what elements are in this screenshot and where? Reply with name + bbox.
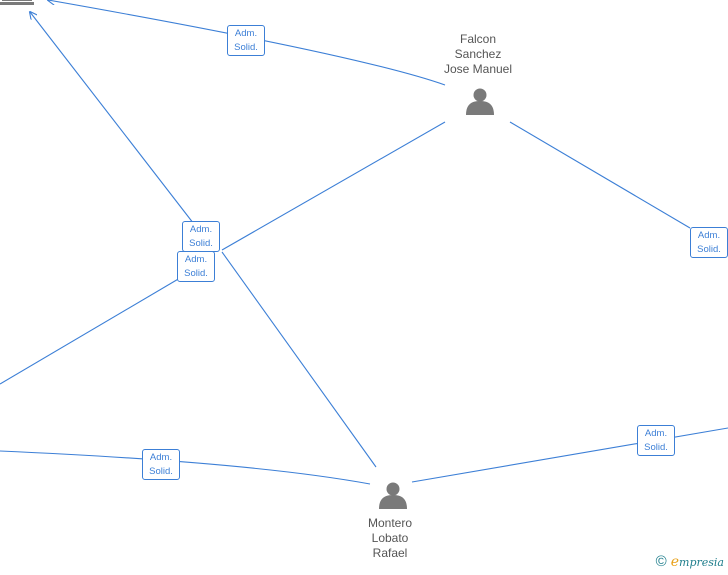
name-line: Lobato bbox=[371, 531, 409, 545]
edge-label-badge[interactable]: Adm. Solid. bbox=[227, 25, 265, 56]
edge-montero-right bbox=[411, 427, 728, 483]
badge-line: Solid. bbox=[234, 42, 258, 53]
badge-line: Solid. bbox=[149, 466, 173, 477]
name-line: Jose Manuel bbox=[443, 62, 513, 76]
badge-line: Adm. bbox=[184, 254, 208, 265]
edge-left-montero bbox=[0, 450, 371, 485]
badge-line: Adm. bbox=[644, 428, 668, 439]
edge-falcon-to-company bbox=[48, 0, 446, 86]
edge-falcon-right bbox=[509, 121, 691, 229]
person-label-falcon[interactable]: Falcon Sanchez Jose Manuel bbox=[423, 32, 533, 77]
badge-line: Solid. bbox=[189, 238, 213, 249]
badge-line: Adm. bbox=[189, 224, 213, 235]
badge-line: Solid. bbox=[644, 442, 668, 453]
edge-center-left bbox=[0, 277, 181, 385]
building-icon[interactable] bbox=[0, 0, 34, 5]
badge-line: Solid. bbox=[697, 244, 721, 255]
person-label-montero[interactable]: Montero Lobato Rafael bbox=[335, 516, 445, 561]
edge-label-badge[interactable]: Adm. Solid. bbox=[182, 221, 220, 252]
brand-logo: empresia bbox=[671, 554, 724, 570]
badge-line: Solid. bbox=[184, 268, 208, 279]
copyright-icon: © bbox=[655, 553, 667, 570]
brand-initial: e bbox=[670, 553, 680, 570]
edge-label-badge[interactable]: Adm. Solid. bbox=[690, 227, 728, 258]
badge-line: Adm. bbox=[697, 230, 721, 241]
name-line: Rafael bbox=[372, 546, 408, 560]
person-icon[interactable] bbox=[466, 88, 494, 116]
badge-line: Adm. bbox=[234, 28, 258, 39]
name-line: Falcon bbox=[459, 32, 497, 46]
edge-falcon-center bbox=[221, 121, 446, 251]
edge-label-badge[interactable]: Adm. Solid. bbox=[637, 425, 675, 456]
edge-center-to-company bbox=[30, 12, 198, 229]
edge-label-badge[interactable]: Adm. Solid. bbox=[177, 251, 215, 282]
edge-center-montero bbox=[221, 251, 377, 468]
name-line: Montero bbox=[367, 516, 413, 530]
name-line: Sanchez bbox=[454, 47, 502, 61]
person-icon[interactable] bbox=[379, 482, 407, 510]
brand-watermark[interactable]: © empresia bbox=[656, 553, 724, 570]
badge-line: Adm. bbox=[149, 452, 173, 463]
edge-label-badge[interactable]: Adm. Solid. bbox=[142, 449, 180, 480]
brand-name: mpresia bbox=[679, 555, 724, 569]
